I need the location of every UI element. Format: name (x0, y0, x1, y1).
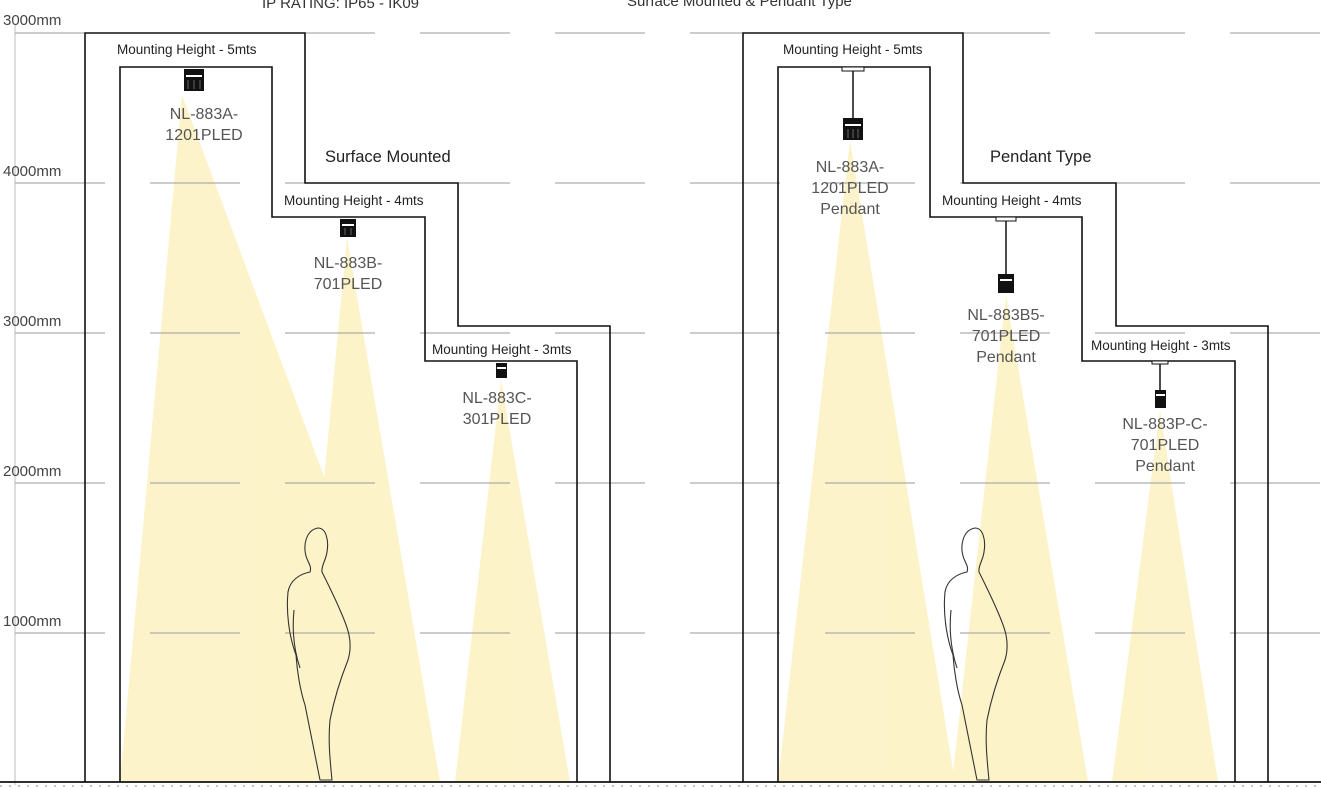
surface-model-3m-line2: 301PLED (463, 411, 532, 428)
pendant-model-4m-line3: Pendant (976, 349, 1036, 366)
luminaire-pendant-4m (995, 216, 1017, 293)
luminaire-surface-5m (184, 69, 204, 91)
pendant-model-3m-line2: 701PLED (1131, 437, 1200, 454)
pendant-model-3m-line3: Pendant (1135, 458, 1195, 475)
beam-surface-4m (295, 238, 440, 782)
ip-rating-label: IP RATING: IP65 - IK09 (262, 0, 419, 12)
human-figure-surface (286, 527, 351, 781)
beam-surface-3m (455, 380, 570, 782)
surface-section-title: Surface Mounted (325, 148, 451, 166)
surface-model-3m-line1: NL-883C- (462, 390, 531, 407)
pendant-model-5m-line2: 1201PLED (811, 180, 888, 197)
beam-pendant-5m (778, 140, 955, 782)
surface-model-4m-line1: NL-883B- (314, 255, 382, 272)
scale-label-2000: 2000mm (3, 463, 61, 480)
mount-types-label: Surface Mounted & Pendant Type (627, 0, 852, 10)
floor (0, 781, 1321, 787)
surface-model-5m-line1: NL-883A- (170, 106, 238, 123)
luminaire-pendant-3m (1151, 360, 1169, 408)
building-outline-surface (84, 32, 611, 782)
light-beams (120, 95, 1218, 782)
pendant-model-4m-line1: NL-883B5- (967, 307, 1044, 324)
scale-label-top: 3000mm (3, 12, 61, 29)
pendant-section-title: Pendant Type (990, 148, 1092, 166)
surface-model-5m-line2: 1201PLED (165, 127, 242, 144)
beam-pendant-4m (952, 295, 1088, 782)
beam-pendant-3m (1112, 410, 1218, 782)
surface-height-5m: Mounting Height - 5mts (117, 42, 257, 57)
pendant-height-4m: Mounting Height - 4mts (942, 193, 1082, 208)
pendant-model-3m-line1: NL-883P-C- (1122, 416, 1207, 433)
pendant-model-5m-line1: NL-883A- (816, 159, 884, 176)
surface-height-3m: Mounting Height - 3mts (432, 342, 572, 357)
pendant-height-3m: Mounting Height - 3mts (1091, 338, 1231, 353)
pendant-model-4m-line2: 701PLED (972, 328, 1041, 345)
scale-label-3000: 3000mm (3, 313, 61, 330)
surface-height-4m: Mounting Height - 4mts (284, 193, 424, 208)
pendant-model-5m-line3: Pendant (820, 201, 880, 218)
pendant-height-5m: Mounting Height - 5mts (783, 42, 923, 57)
scale-label-1000: 1000mm (3, 613, 61, 630)
luminaire-surface-4m (340, 219, 356, 237)
human-figure-pendant (943, 527, 1008, 781)
luminaire-pendant-5m (841, 66, 865, 140)
surface-model-4m-line2: 701PLED (314, 276, 383, 293)
luminaire-surface-3m (496, 363, 507, 378)
scale-label-4000: 4000mm (3, 163, 61, 180)
